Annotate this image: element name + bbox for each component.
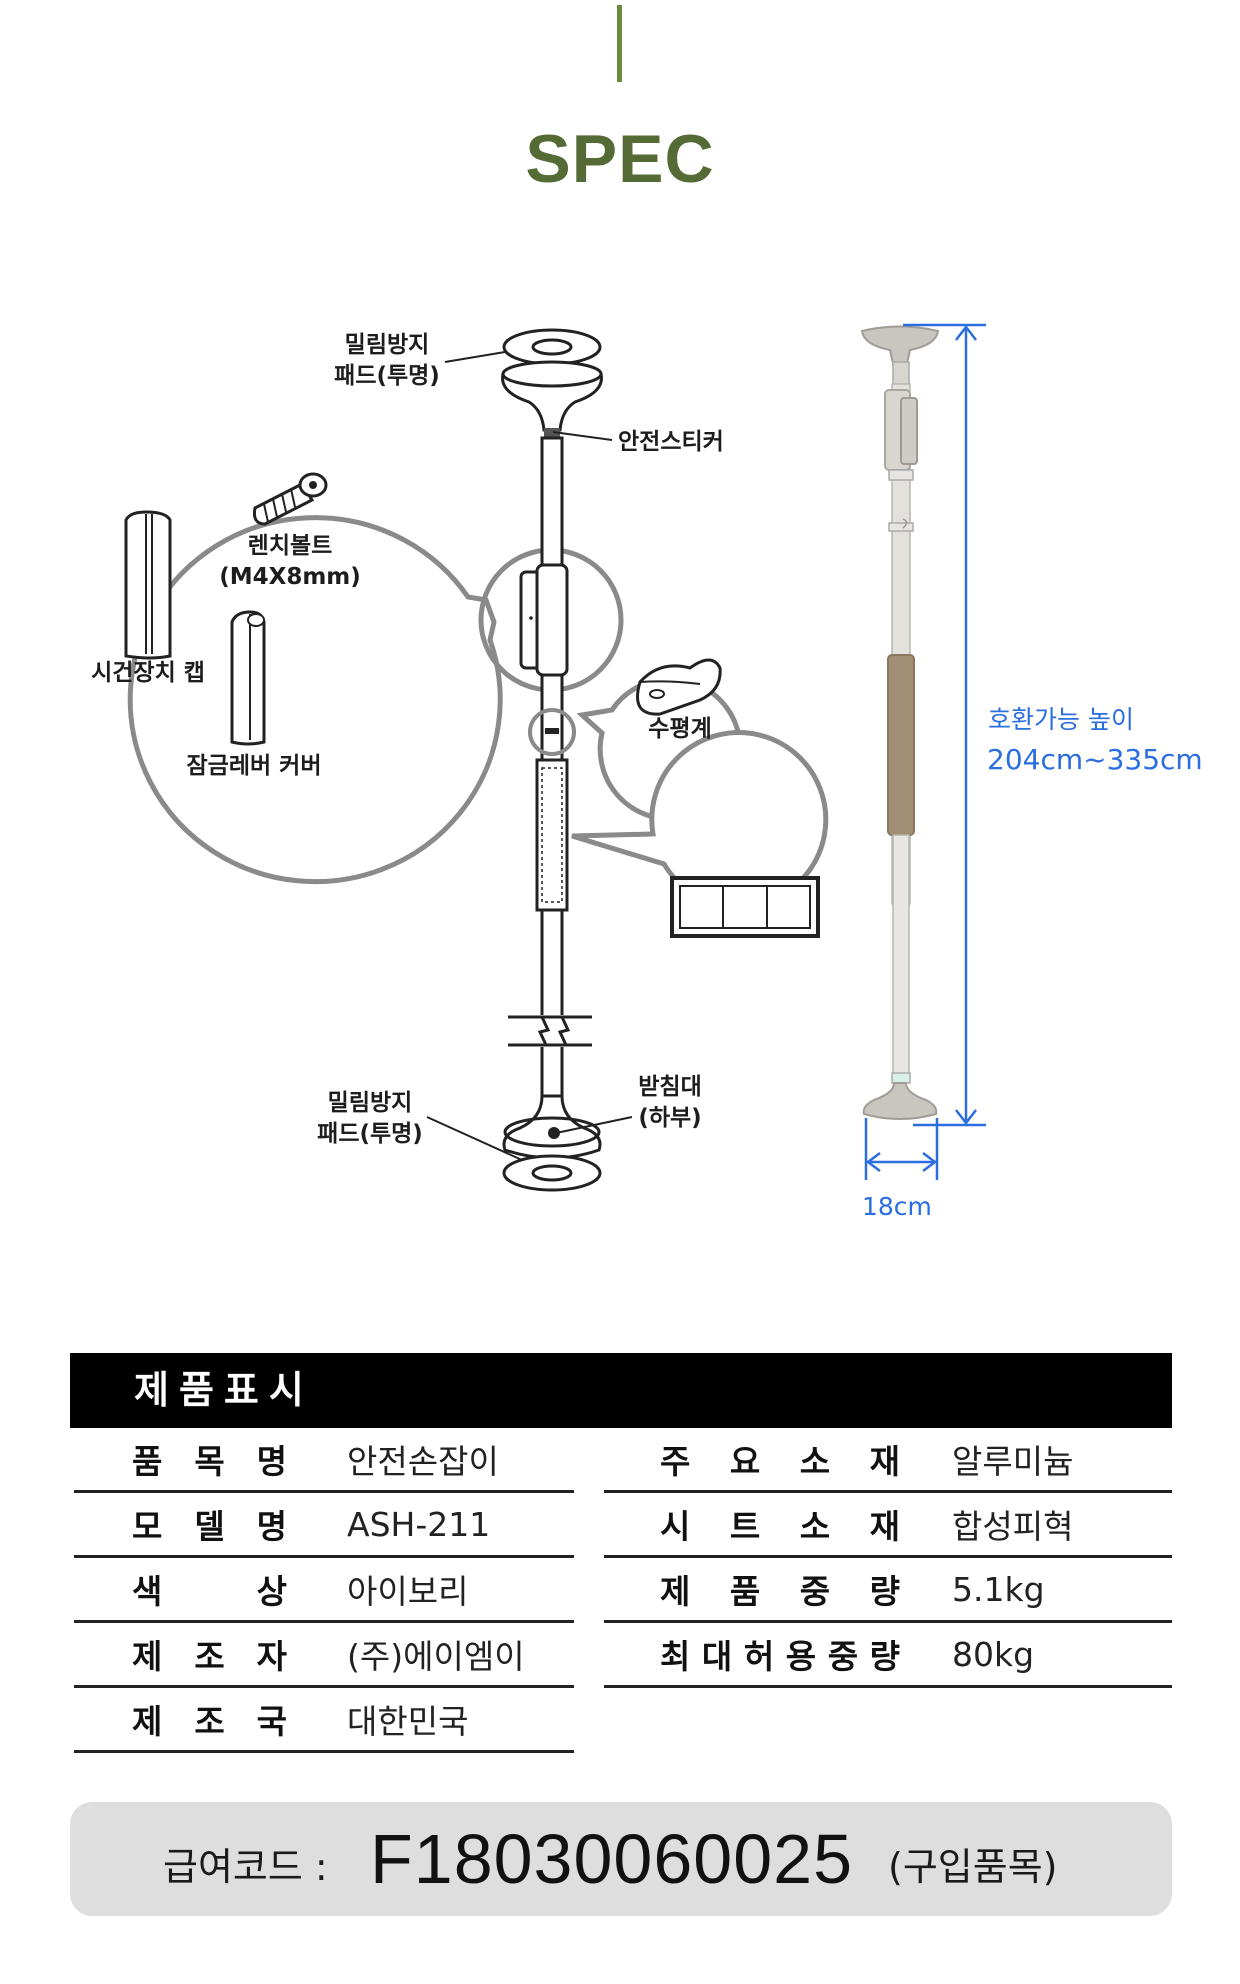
spec-key-char: 대 (701, 1637, 733, 1676)
spec-table-header: 제품표시 (70, 1353, 1172, 1428)
spec-key-char: 중 (827, 1637, 859, 1676)
label-base-line1: 받침대 (638, 1074, 701, 1100)
spec-key-char: 목 (194, 1442, 225, 1481)
spec-key-char: 최 (660, 1637, 691, 1676)
spec-key-char: 색 (132, 1572, 163, 1611)
page-title: SPEC (525, 121, 715, 197)
spec-key-char: 소 (799, 1507, 831, 1546)
label-safety-sticker: 안전스티커 (618, 429, 724, 455)
label-lock-cap: 시건장치 캡 (91, 660, 205, 686)
pole-line-drawing (500, 328, 603, 1192)
benefit-code-box: 급여코드 : F18030060025 (구입품목) (70, 1802, 1172, 1916)
spec-key-char: 제 (660, 1572, 691, 1611)
spec-value: (주)에이엠이 (347, 1637, 525, 1676)
label-base-line2: (하부) (638, 1105, 701, 1131)
spec-key-char: 델 (194, 1507, 225, 1546)
spec-key-char: 명 (256, 1507, 287, 1546)
spec-key-char: 품 (132, 1442, 163, 1481)
pole-product-render (860, 325, 940, 1120)
spec-value: ASH-211 (347, 1504, 491, 1544)
label-pad-bottom-line1: 밀림방지 (328, 1090, 413, 1116)
spec-key-char: 국 (256, 1702, 287, 1741)
spec-key-char: 조 (194, 1702, 225, 1741)
wrench-bolt-part (253, 472, 328, 526)
spec-value: 아이보리 (347, 1572, 469, 1611)
label-compatible-height: 호환가능 높이 (988, 705, 1134, 734)
height-dimension-line (903, 323, 986, 1127)
spec-key-char: 중 (799, 1572, 831, 1611)
spec-key-char: 허 (743, 1637, 775, 1676)
spec-key-char: 트 (729, 1507, 761, 1546)
level-magnifier-small (528, 708, 576, 756)
top-divider-line (617, 5, 622, 82)
lock-cap-part (124, 510, 172, 660)
spec-key-char: 량 (869, 1572, 900, 1611)
spec-value: 알루미늄 (952, 1442, 1074, 1481)
spec-key-char: 제 (132, 1637, 163, 1676)
spec-key-char: 용 (785, 1637, 817, 1676)
spec-key-char: 자 (256, 1637, 287, 1676)
benefit-code-note: (구입품목) (888, 1845, 1058, 1889)
width-dimension-line (864, 1118, 939, 1180)
lock-lever-cover-part (230, 610, 266, 746)
label-pad-bottom-line2: 패드(투명) (317, 1121, 423, 1147)
spec-value: 합성피혁 (952, 1507, 1074, 1546)
label-lock-lever-cover: 잠금레버 커버 (187, 753, 322, 779)
spec-key-char: 량 (869, 1637, 900, 1676)
spec-key-char: 제 (132, 1702, 163, 1741)
spec-key-char: 소 (799, 1442, 831, 1481)
spec-key-char: 주 (660, 1442, 691, 1481)
spec-value: 안전손잡이 (347, 1442, 499, 1481)
label-height-range: 204cm~335cm (987, 743, 1203, 776)
spec-key-char: 재 (869, 1507, 900, 1546)
spec-key-char: 요 (729, 1442, 761, 1481)
parts-callout-bubble (127, 515, 503, 885)
label-wrench-bolt-line1: 렌치볼트 (248, 533, 333, 559)
spec-key-char: 재 (869, 1442, 900, 1481)
benefit-code-value: F18030060025 (370, 1820, 853, 1898)
spec-key-char: 조 (194, 1637, 225, 1676)
spec-key-char: 명 (256, 1442, 287, 1481)
spec-key-char: 품 (729, 1572, 761, 1611)
level-part-icon (636, 658, 722, 716)
spec-key-char: 모 (132, 1507, 163, 1546)
spec-value: 80kg (952, 1634, 1035, 1674)
label-pad-top-line1: 밀림방지 (345, 332, 430, 358)
label-wrench-bolt-line2: (M4X8mm) (219, 564, 361, 590)
spec-value: 5.1kg (952, 1569, 1045, 1609)
label-pad-top-line2: 패드(투명) (334, 363, 440, 389)
benefit-code-label: 급여코드 : (163, 1845, 328, 1889)
spec-key-char: 시 (660, 1507, 691, 1546)
label-level: 수평계 (648, 716, 711, 742)
grip-pattern-icon (670, 876, 820, 938)
label-width: 18cm (862, 1192, 932, 1221)
spec-key-char: 상 (256, 1572, 287, 1611)
spec-value: 대한민국 (347, 1702, 469, 1741)
